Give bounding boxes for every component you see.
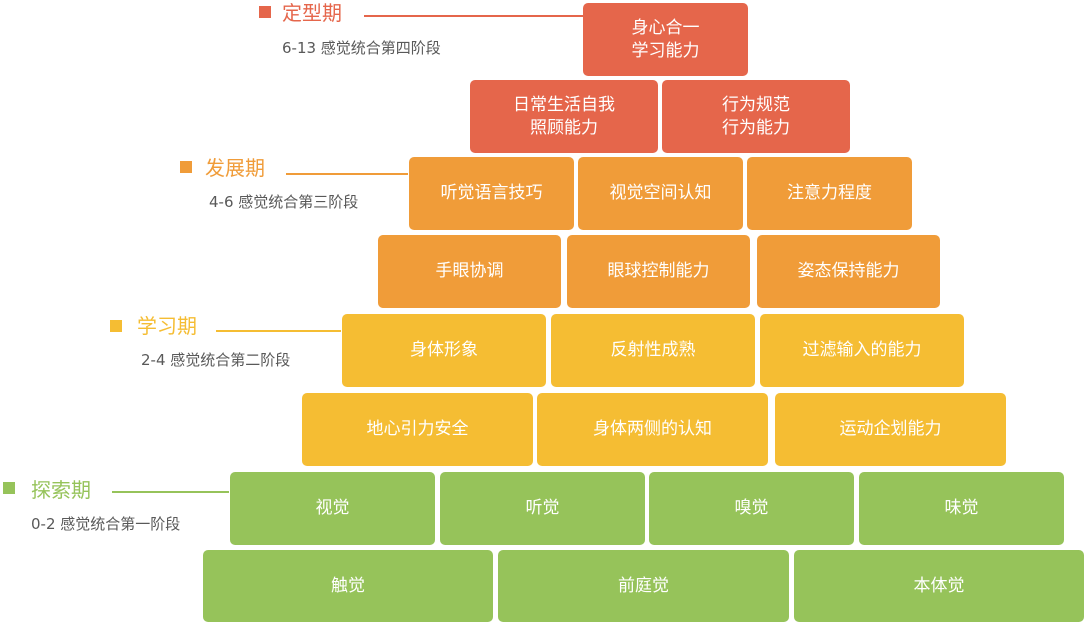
pyramid-box: 触觉 bbox=[203, 550, 493, 622]
box-label: 眼球控制能力 bbox=[607, 261, 710, 281]
box-label: 嗅觉 bbox=[734, 498, 769, 518]
pyramid-box: 味觉 bbox=[859, 472, 1064, 545]
box-label: 照顾能力 bbox=[530, 117, 598, 138]
stage-title: 学习期 bbox=[137, 314, 197, 338]
pyramid-box: 身体两侧的认知 bbox=[537, 393, 768, 466]
pyramid-box: 日常生活自我 照顾能力 bbox=[470, 80, 658, 153]
box-label: 行为规范 bbox=[722, 94, 790, 115]
box-label: 听觉 bbox=[525, 498, 560, 518]
pyramid-box: 地心引力安全 bbox=[302, 393, 533, 466]
stage-bullet-icon bbox=[3, 482, 15, 494]
box-label: 运动企划能力 bbox=[839, 419, 942, 439]
pyramid-box: 听觉 bbox=[440, 472, 645, 545]
pyramid-box: 前庭觉 bbox=[498, 550, 789, 622]
stage-subtitle: 6-13 感觉统合第四阶段 bbox=[282, 39, 441, 57]
box-label: 日常生活自我 bbox=[513, 94, 615, 115]
pyramid-box: 嗅觉 bbox=[649, 472, 854, 545]
pyramid-box: 注意力程度 bbox=[747, 157, 912, 230]
stage-bullet-icon bbox=[110, 320, 122, 332]
box-label: 手眼协调 bbox=[435, 261, 504, 281]
pyramid-box: 视觉 bbox=[230, 472, 435, 545]
box-label: 学习能力 bbox=[631, 40, 700, 61]
box-label: 身心合一 bbox=[631, 17, 700, 38]
box-label: 听觉语言技巧 bbox=[440, 183, 543, 203]
stage-title: 发展期 bbox=[205, 156, 265, 180]
pyramid-box: 本体觉 bbox=[794, 550, 1084, 622]
box-label: 姿态保持能力 bbox=[797, 261, 900, 281]
box-label: 视觉 bbox=[315, 498, 350, 518]
connector-line bbox=[364, 15, 583, 17]
pyramid-box: 身心合一 学习能力 bbox=[583, 3, 748, 76]
box-label: 行为能力 bbox=[722, 117, 790, 138]
pyramid-box: 姿态保持能力 bbox=[757, 235, 940, 308]
box-label: 味觉 bbox=[944, 498, 979, 518]
pyramid-box: 视觉空间认知 bbox=[578, 157, 743, 230]
stage-subtitle: 4-6 感觉统合第三阶段 bbox=[209, 193, 359, 211]
box-label: 触觉 bbox=[331, 575, 365, 596]
stage-subtitle: 2-4 感觉统合第二阶段 bbox=[141, 351, 291, 369]
pyramid-box: 过滤输入的能力 bbox=[760, 314, 964, 387]
pyramid-box: 听觉语言技巧 bbox=[409, 157, 574, 230]
box-label: 反射性成熟 bbox=[610, 340, 696, 360]
connector-line bbox=[216, 330, 341, 332]
box-label: 视觉空间认知 bbox=[609, 183, 712, 203]
box-label: 地心引力安全 bbox=[366, 419, 469, 439]
box-label: 前庭觉 bbox=[618, 575, 669, 596]
stage-bullet-icon bbox=[259, 6, 271, 18]
stage-title: 探索期 bbox=[31, 478, 91, 502]
pyramid-box: 身体形象 bbox=[342, 314, 546, 387]
box-label: 身体形象 bbox=[410, 340, 478, 360]
pyramid-box: 反射性成熟 bbox=[551, 314, 755, 387]
connector-line bbox=[286, 173, 408, 175]
connector-line bbox=[112, 491, 229, 493]
pyramid-box: 手眼协调 bbox=[378, 235, 561, 308]
stage-bullet-icon bbox=[180, 161, 192, 173]
box-label: 过滤输入的能力 bbox=[802, 340, 922, 360]
stage-title: 定型期 bbox=[282, 1, 342, 25]
pyramid-box: 眼球控制能力 bbox=[567, 235, 750, 308]
box-label: 身体两侧的认知 bbox=[593, 419, 712, 439]
pyramid-box: 运动企划能力 bbox=[775, 393, 1006, 466]
stage-subtitle: 0-2 感觉统合第一阶段 bbox=[31, 515, 181, 533]
box-label: 注意力程度 bbox=[787, 183, 872, 203]
pyramid-box: 行为规范 行为能力 bbox=[662, 80, 850, 153]
box-label: 本体觉 bbox=[913, 575, 965, 596]
